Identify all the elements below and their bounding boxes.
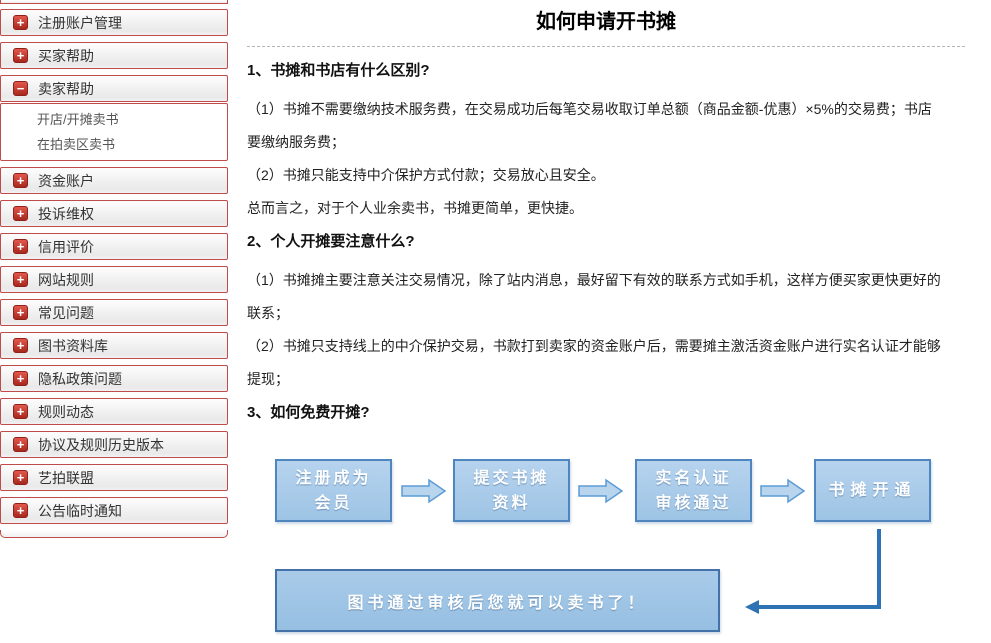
flow-step-text: 书摊开通 [828, 482, 917, 499]
submenu-item-open-shop-or-stall[interactable]: 开店/开摊卖书 [37, 112, 119, 127]
sidebar-item-label: 隐私政策问题 [38, 370, 122, 387]
sidebar-item-label: 买家帮助 [38, 47, 94, 64]
expand-plus-icon[interactable]: + [13, 404, 28, 419]
expand-plus-icon[interactable]: + [13, 206, 28, 221]
sidebar-item-label: 艺拍联盟 [38, 469, 94, 486]
sidebar-item-faq[interactable]: + 常见问题 [0, 299, 228, 326]
sidebar-item-label: 图书资料库 [38, 337, 108, 354]
expand-plus-icon[interactable]: + [13, 437, 28, 452]
elbow-arrow-vertical [877, 529, 881, 609]
elbow-arrow-horizontal [759, 605, 881, 609]
answer-paragraph: （2）书摊只能支持中介保护方式付款；交易放心且安全。 [247, 167, 605, 183]
help-sidebar: + 注册账户管理 + 买家帮助 − 卖家帮助 开店/开摊卖书 在拍卖区卖书 + … [0, 0, 228, 538]
sidebar-item-label: 投诉维权 [38, 205, 94, 222]
title-separator [247, 46, 965, 47]
sidebar-item-credit-rating[interactable]: + 信用评价 [0, 233, 228, 260]
right-block-arrow-icon [578, 478, 624, 504]
sidebar-group-seller-help: − 卖家帮助 开店/开摊卖书 在拍卖区卖书 [0, 75, 228, 161]
page-title: 如何申请开书摊 [536, 11, 676, 33]
sidebar-item-complaints-rights[interactable]: + 投诉维权 [0, 200, 228, 227]
flow-step-text: 注册成为 [295, 469, 372, 487]
submenu-item-sell-in-auction-area[interactable]: 在拍卖区卖书 [37, 137, 116, 152]
flow-step-register-member: 注册成为 会员 [275, 459, 392, 522]
flow-step-realname-verify: 实名认证 审核通过 [635, 459, 752, 522]
sidebar-item-site-rules[interactable]: + 网站规则 [0, 266, 228, 293]
sidebar-item-funds-account[interactable]: + 资金账户 [0, 167, 228, 194]
flow-step-text: 提交书摊 [473, 469, 550, 487]
sidebar-item-label: 公告临时通知 [38, 502, 122, 519]
expand-plus-icon[interactable]: + [13, 338, 28, 353]
sidebar-item-label: 规则动态 [38, 403, 94, 420]
flow-final-note-box: 图书通过审核后您就可以卖书了！ [275, 569, 720, 632]
question-heading-2: 2、个人开摊要注意什么? [247, 233, 415, 250]
expand-plus-icon[interactable]: + [13, 239, 28, 254]
sidebar-item-seller-help[interactable]: − 卖家帮助 [0, 75, 228, 102]
question-heading-1: 1、书摊和书店有什么区别? [247, 62, 430, 79]
flow-step-text: 资料 [492, 494, 531, 512]
open-stall-flowchart: 注册成为 会员 提交书摊 资料 实名认证 审核通过 书摊开通 [247, 451, 965, 643]
question-heading-3: 3、如何免费开摊? [247, 404, 370, 421]
sidebar-item-agreement-history[interactable]: + 协议及规则历史版本 [0, 431, 228, 458]
flow-final-note-text: 图书通过审核后您就可以卖书了！ [347, 594, 648, 612]
flow-step-text: 实名认证 [655, 469, 732, 487]
sidebar-item-label: 卖家帮助 [38, 80, 94, 97]
sidebar-footer-strip [0, 530, 228, 538]
sidebar-clipped-item [0, 0, 228, 4]
right-block-arrow-icon [401, 478, 447, 504]
sidebar-item-yipai-alliance[interactable]: + 艺拍联盟 [0, 464, 228, 491]
expand-plus-icon[interactable]: + [13, 503, 28, 518]
flow-step-submit-info: 提交书摊 资料 [453, 459, 570, 522]
answer-paragraph: （1）书摊摊主要注意关注交易情况，除了站内消息，最好留下有效的联系方式如手机，这… [247, 272, 941, 321]
sidebar-item-privacy-policy[interactable]: + 隐私政策问题 [0, 365, 228, 392]
right-block-arrow-icon [760, 478, 806, 504]
answer-paragraph: （1）书摊不需要缴纳技术服务费，在交易成功后每笔交易收取订单总额（商品金额-优惠… [247, 101, 932, 150]
expand-plus-icon[interactable]: + [13, 272, 28, 287]
expand-plus-icon[interactable]: + [13, 15, 28, 30]
seller-help-submenu: 开店/开摊卖书 在拍卖区卖书 [0, 103, 228, 161]
article-content: 如何申请开书摊 1、书摊和书店有什么区别? （1）书摊不需要缴纳技术服务费，在交… [247, 0, 965, 643]
expand-plus-icon[interactable]: + [13, 305, 28, 320]
sidebar-item-label: 网站规则 [38, 271, 94, 288]
sidebar-item-registration-account[interactable]: + 注册账户管理 [0, 9, 228, 36]
answer-paragraph: （2）书摊只支持线上的中介保护交易，书款打到卖家的资金账户后，需要摊主激活资金账… [247, 338, 941, 387]
flow-step-text: 会员 [314, 494, 353, 512]
sidebar-item-book-database[interactable]: + 图书资料库 [0, 332, 228, 359]
flow-step-text: 审核通过 [655, 494, 732, 512]
expand-plus-icon[interactable]: + [13, 371, 28, 386]
sidebar-item-label: 信用评价 [38, 238, 94, 255]
sidebar-item-label: 常见问题 [38, 304, 94, 321]
expand-plus-icon[interactable]: + [13, 173, 28, 188]
answer-paragraph: 总而言之，对于个人业余卖书，书摊更简单，更快捷。 [247, 200, 583, 216]
sidebar-item-label: 协议及规则历史版本 [38, 436, 164, 453]
expand-plus-icon[interactable]: + [13, 470, 28, 485]
sidebar-item-label: 注册账户管理 [38, 14, 122, 31]
collapse-minus-icon[interactable]: − [13, 81, 28, 96]
left-arrowhead-icon [745, 600, 759, 614]
sidebar-item-buyer-help[interactable]: + 买家帮助 [0, 42, 228, 69]
sidebar-item-rules-updates[interactable]: + 规则动态 [0, 398, 228, 425]
sidebar-item-label: 资金账户 [38, 172, 94, 189]
flow-step-stall-opened: 书摊开通 [814, 459, 931, 522]
sidebar-item-announcements[interactable]: + 公告临时通知 [0, 497, 228, 524]
expand-plus-icon[interactable]: + [13, 48, 28, 63]
